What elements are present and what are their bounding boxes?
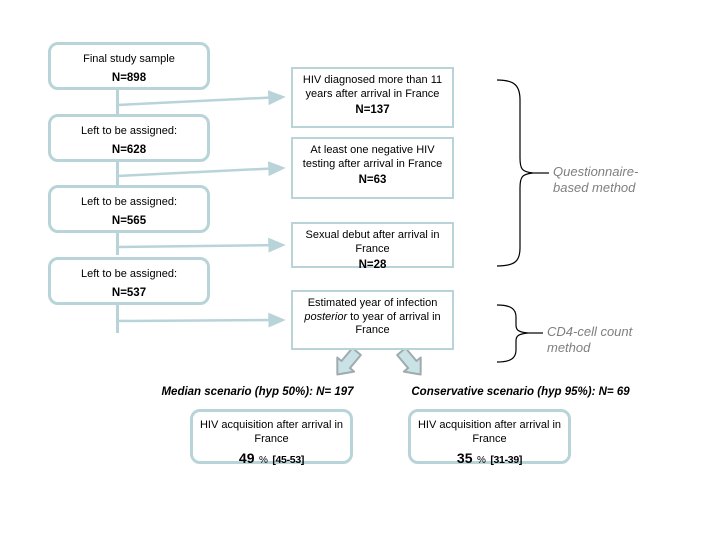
box-n-value: N=537 [111, 286, 147, 299]
cd4-brace [496, 304, 529, 363]
result-value-line: 49 % [45-53] [193, 450, 350, 468]
box-n-value: N=628 [111, 143, 147, 156]
median-scenario-heading: Median scenario (hyp 50%): N= 197 [161, 386, 354, 398]
box-label: Left to be assigned: [80, 125, 177, 137]
left-to-assign-box-1: Left to be assigned: N=628 [48, 114, 210, 162]
box-label: Left to be assigned: [80, 196, 177, 208]
left-to-assign-box-2: Left to be assigned: N=565 [48, 185, 210, 233]
flow-arrow [116, 312, 286, 328]
box-text: Sexual debut after arrival in France [305, 229, 440, 255]
result-unit: % [476, 455, 486, 466]
result-value: 49 [238, 450, 255, 466]
questionnaire-brace [496, 79, 534, 267]
left-to-assign-box-3: Left to be assigned: N=537 [48, 257, 210, 305]
flow-arrow [116, 237, 286, 253]
text-part: Estimated year of infection [307, 297, 438, 309]
box-n-value: N=28 [358, 259, 387, 271]
block-arrow-down-right [396, 346, 422, 376]
estimated-year-box: Estimated year of infection posterior to… [291, 290, 454, 350]
text-part: to year of arrival in France [347, 310, 441, 337]
box-text: HIV diagnosed more than 11 years after a… [302, 74, 443, 100]
result-value-line: 35 % [31-39] [411, 450, 568, 468]
median-result-box: HIV acquisition after arrival in France … [190, 409, 353, 466]
cd4-method-label: CD4-cell count method [547, 324, 633, 355]
result-unit: % [258, 455, 268, 466]
box-n-value: N=137 [355, 104, 390, 116]
result-title: HIV acquisition after arrival in France [417, 419, 562, 445]
box-text: At least one negative HIV testing after … [302, 144, 443, 170]
final-sample-box: Final study sample N=898 [48, 42, 210, 90]
result-range: [45-53] [272, 454, 305, 466]
questionnaire-method-label: Questionnaire-based method [553, 164, 639, 195]
box-label: Left to be assigned: [80, 268, 177, 280]
flow-arrow [116, 161, 286, 178]
conservative-result-box: HIV acquisition after arrival in France … [408, 409, 571, 466]
box-label: Final study sample [83, 53, 175, 65]
box-text: Estimated year of infection posterior to… [299, 297, 446, 338]
result-range: [31-39] [490, 454, 523, 466]
negative-testing-box: At least one negative HIV testing after … [291, 137, 454, 199]
box-n-value: N=565 [111, 214, 147, 227]
block-arrow-down-left [336, 346, 362, 376]
hiv-diagnosed-box: HIV diagnosed more than 11 years after a… [291, 67, 454, 128]
text-italic-part: posterior [304, 310, 348, 323]
conservative-scenario-heading: Conservative scenario (hyp 95%): N= 69 [411, 386, 630, 398]
box-n-value: N=63 [358, 174, 387, 186]
sexual-debut-box: Sexual debut after arrival in France N=2… [291, 222, 454, 271]
flow-arrow [116, 90, 286, 107]
result-value: 35 [456, 450, 473, 466]
box-n-value: N=898 [111, 71, 147, 84]
result-title: HIV acquisition after arrival in France [199, 419, 344, 445]
